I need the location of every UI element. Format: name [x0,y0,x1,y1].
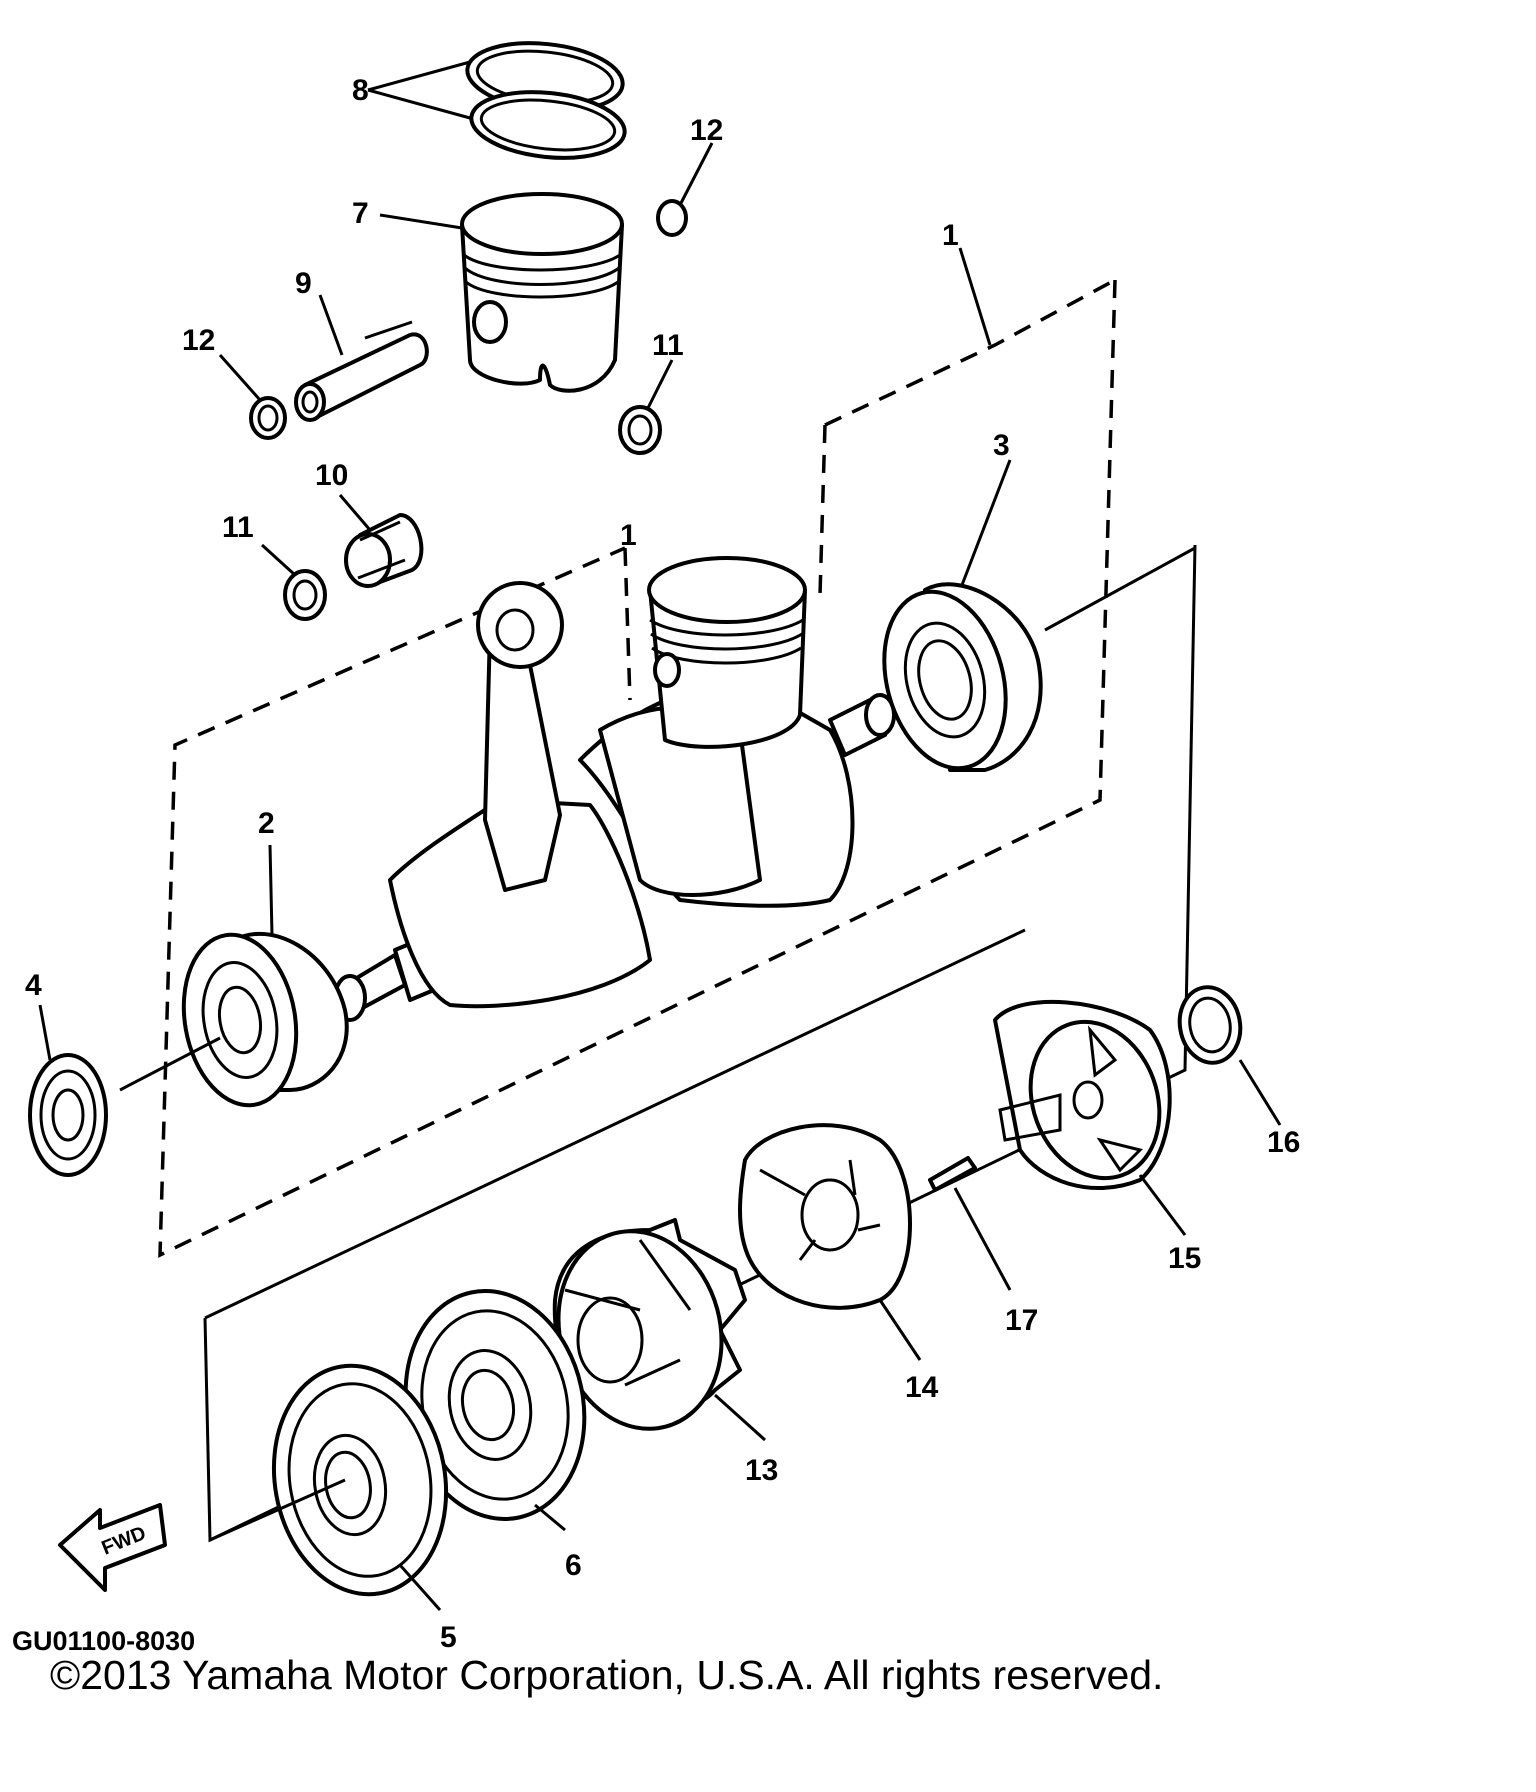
callout-12-upper: 12 [690,114,723,147]
damper [738,1123,912,1310]
callout-15: 15 [1168,1242,1201,1275]
callout-11-upper: 11 [652,329,684,362]
callout-3: 3 [993,429,1010,462]
fwd-arrow: FWD [58,1503,167,1592]
callout-9: 9 [295,267,312,300]
callout-13: 13 [745,1454,778,1487]
oil-seal [28,1053,108,1177]
bearing-right [882,582,1043,772]
piston-rings [465,41,627,160]
callout-1-lower: 1 [620,519,637,552]
piston-pin [294,332,429,422]
key-pin [928,1156,977,1192]
crankshaft-assembly-dashed-outline [158,278,1117,1258]
crankshaft [333,685,896,1022]
seal-small [1177,985,1243,1065]
washer-upper [618,405,662,455]
piston-on-crank [647,556,807,749]
callout-1-upper: 1 [942,219,959,252]
callout-12-left: 12 [182,324,215,357]
connecting-rod [476,581,564,892]
circlip-left [249,396,287,440]
flywheel [403,1289,587,1521]
callout-14: 14 [905,1371,939,1404]
callout-16: 16 [1267,1126,1300,1159]
leader-lines [38,60,1282,1611]
callout-labels: 8 12 7 1 9 12 11 3 10 11 1 2 4 16 15 17 … [12,74,1300,1656]
piston [460,192,624,393]
callout-11-lower: 11 [222,511,254,544]
coupling-right [993,999,1172,1190]
copyright-notice: ©2013 Yamaha Motor Corporation, U.S.A. A… [50,1652,1164,1698]
magneto-rotor [271,1363,449,1597]
callout-6: 6 [565,1549,582,1582]
callout-2: 2 [258,807,275,840]
callout-10: 10 [315,459,348,492]
needle-bearing [344,513,424,588]
washer-lower [283,569,327,621]
bearing-left [181,931,349,1108]
rotor-hub [552,1218,747,1431]
callout-5: 5 [440,1621,457,1654]
callout-7: 7 [352,197,369,230]
callout-17: 17 [1005,1304,1038,1337]
callout-8: 8 [352,74,369,107]
diagram-code: GU01100-8030 [12,1626,195,1656]
circlip-upper [656,199,688,237]
callout-4: 4 [25,969,42,1002]
